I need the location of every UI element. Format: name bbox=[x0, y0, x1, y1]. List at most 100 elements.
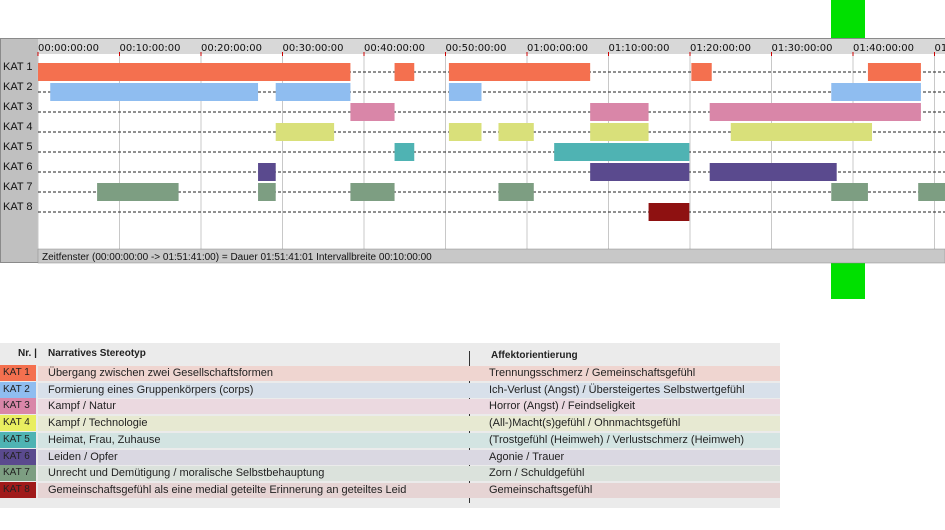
status-bar bbox=[37, 248, 945, 264]
tick-label: 00:40:00:00 bbox=[364, 43, 425, 54]
legend-kat-swatch: KAT 8 bbox=[0, 481, 36, 498]
legend-row-background bbox=[38, 382, 780, 398]
segment-bar bbox=[709, 163, 837, 181]
legend-row-background bbox=[38, 366, 780, 381]
row-label: KAT 4 bbox=[3, 121, 33, 133]
segment-bar bbox=[691, 63, 712, 81]
legend-row: KAT 7 Unrecht und Demütigung / moralische… bbox=[0, 465, 780, 482]
segment-bar bbox=[350, 183, 395, 201]
legend-kat-swatch: KAT 5 bbox=[0, 431, 36, 448]
tick-label: 00:30:00:00 bbox=[283, 43, 344, 54]
legend-row: KAT 5 Heimat, Frau, Zuhause (Trostgefühl (… bbox=[0, 431, 780, 449]
legend-affekt: (Trostgefühl (Heimweh) / Verlustschmerz … bbox=[489, 433, 745, 446]
segment-bar bbox=[97, 183, 179, 201]
row-label: KAT 5 bbox=[3, 141, 33, 153]
legend-row-background bbox=[38, 399, 780, 415]
segment-bar bbox=[350, 103, 395, 121]
legend-stereotyp: Formierung eines Gruppenkörpers (corps) bbox=[48, 383, 254, 396]
legend-stereotyp: Leiden / Opfer bbox=[48, 450, 118, 463]
legend-stereotyp: Gemeinschaftsgefühl als eine medial gete… bbox=[48, 483, 407, 496]
segment-bar bbox=[590, 123, 649, 141]
segment-bar bbox=[648, 203, 690, 221]
legend-table: Nr. | Narratives Stereotyp Affektorienti… bbox=[0, 343, 780, 508]
status-text: Zeitfenster (00:00:00:00 -> 01:51:41:00)… bbox=[42, 252, 432, 263]
legend-row: KAT 8 Gemeinschaftsgefühl als eine medial… bbox=[0, 481, 780, 499]
segment-bar bbox=[394, 63, 415, 81]
legend-row: KAT 6 Leiden / Opfer Agonie / Trauer bbox=[0, 448, 780, 466]
legend-kat-swatch: KAT 2 bbox=[0, 381, 36, 398]
segment-bar bbox=[709, 103, 921, 121]
tick-label: 00:00:00:00 bbox=[38, 43, 99, 54]
row-label: KAT 8 bbox=[3, 201, 33, 213]
legend-kat-swatch: KAT 1 bbox=[0, 365, 36, 381]
segment-bar bbox=[394, 143, 415, 161]
segment-bar bbox=[831, 183, 868, 201]
legend-row-background bbox=[38, 432, 780, 448]
tick-label: 01: bbox=[935, 43, 945, 54]
segment-bar bbox=[275, 83, 351, 101]
legend-affekt: Trennungsschmerz / Gemeinschaftsgefühl bbox=[489, 367, 696, 379]
green-marker-bottom bbox=[831, 263, 865, 299]
legend-row-background bbox=[38, 449, 780, 465]
legend-stereotyp: Übergang zwischen zwei Gesellschaftsform… bbox=[48, 367, 273, 379]
segment-bar bbox=[448, 123, 482, 141]
segment-bar bbox=[831, 83, 921, 101]
legend-header-nr: Nr. | bbox=[18, 348, 37, 359]
legend-header-stereotyp: Narratives Stereotyp bbox=[48, 348, 146, 359]
legend-affekt: Zorn / Schuldgefühl bbox=[489, 467, 585, 480]
segment-bar bbox=[498, 183, 534, 201]
tick-label: 01:00:00:00 bbox=[527, 43, 588, 54]
segment-bar bbox=[498, 123, 534, 141]
tick-label: 00:20:00:00 bbox=[201, 43, 262, 54]
legend-row-background bbox=[38, 466, 780, 482]
segment-bar bbox=[590, 163, 690, 181]
legend-row-background bbox=[38, 482, 780, 498]
legend-row-background bbox=[38, 416, 780, 432]
segment-bar bbox=[38, 63, 351, 81]
segment-bar bbox=[50, 83, 259, 101]
timeline-panel: 00:00:00:00 00:10:00:00 00:20:00:00 00:30:0… bbox=[0, 38, 945, 264]
tick-label: 01:10:00:00 bbox=[609, 43, 670, 54]
row-label: KAT 3 bbox=[3, 101, 33, 113]
segment-bar bbox=[918, 183, 945, 201]
tick-label: 01:20:00:00 bbox=[690, 43, 751, 54]
legend-stereotyp: Heimat, Frau, Zuhause bbox=[48, 433, 161, 446]
legend-kat-swatch: KAT 4 bbox=[0, 415, 36, 432]
segment-bar bbox=[867, 63, 921, 81]
legend-stereotyp: Kampf / Technologie bbox=[48, 417, 148, 430]
segment-bar bbox=[275, 123, 335, 141]
time-axis-strip bbox=[38, 39, 945, 54]
legend-kat-swatch: KAT 7 bbox=[0, 465, 36, 482]
tick-label: 00:50:00:00 bbox=[446, 43, 507, 54]
legend-kat-swatch: KAT 3 bbox=[0, 398, 36, 415]
row-label: KAT 1 bbox=[3, 61, 33, 73]
segment-bar bbox=[554, 143, 690, 161]
row-label: KAT 6 bbox=[3, 161, 33, 173]
legend-affekt: Ich-Verlust (Angst) / Übersteigertes Sel… bbox=[489, 383, 745, 396]
legend-row: KAT 1 Übergang zwischen zwei Gesellschaft… bbox=[0, 365, 780, 382]
tick-label: 00:10:00:00 bbox=[120, 43, 181, 54]
row-label: KAT 2 bbox=[3, 81, 33, 93]
legend-row: KAT 2 Formierung eines Gruppenkörpers (co… bbox=[0, 381, 780, 399]
legend-stereotyp: Unrecht und Demütigung / moralische Selb… bbox=[48, 467, 325, 480]
segment-bar bbox=[730, 123, 873, 141]
legend-header-affekt: Affektorientierung bbox=[491, 350, 578, 361]
legend-row: KAT 4 Kampf / Technologie (All-)Macht(s)ge… bbox=[0, 415, 780, 432]
legend-affekt: Agonie / Trauer bbox=[489, 450, 565, 463]
legend-stereotyp: Kampf / Natur bbox=[48, 400, 116, 413]
timeline-chart: 00:00:00:00 00:10:00:00 00:20:00:00 00:30:0… bbox=[3, 39, 945, 264]
segment-bar bbox=[448, 63, 591, 81]
tick-label: 01:30:00:00 bbox=[772, 43, 833, 54]
legend-affekt: Horror (Angst) / Feindseligkeit bbox=[489, 400, 636, 413]
segment-bar bbox=[258, 163, 276, 181]
legend-affekt: Gemeinschaftsgefühl bbox=[489, 483, 593, 496]
segment-bar bbox=[590, 103, 649, 121]
segment-bar bbox=[258, 183, 276, 201]
green-marker-top bbox=[831, 0, 865, 38]
tick-label: 01:40:00:00 bbox=[853, 43, 914, 54]
legend-row: KAT 3 Kampf / Natur Horror (Angst) / Feind… bbox=[0, 398, 780, 415]
row-label: KAT 7 bbox=[3, 181, 33, 193]
segment-bar bbox=[448, 83, 482, 101]
legend-affekt: (All-)Macht(s)gefühl / Ohnmachtsgefühl bbox=[489, 417, 681, 430]
legend-kat-swatch: KAT 6 bbox=[0, 448, 36, 465]
